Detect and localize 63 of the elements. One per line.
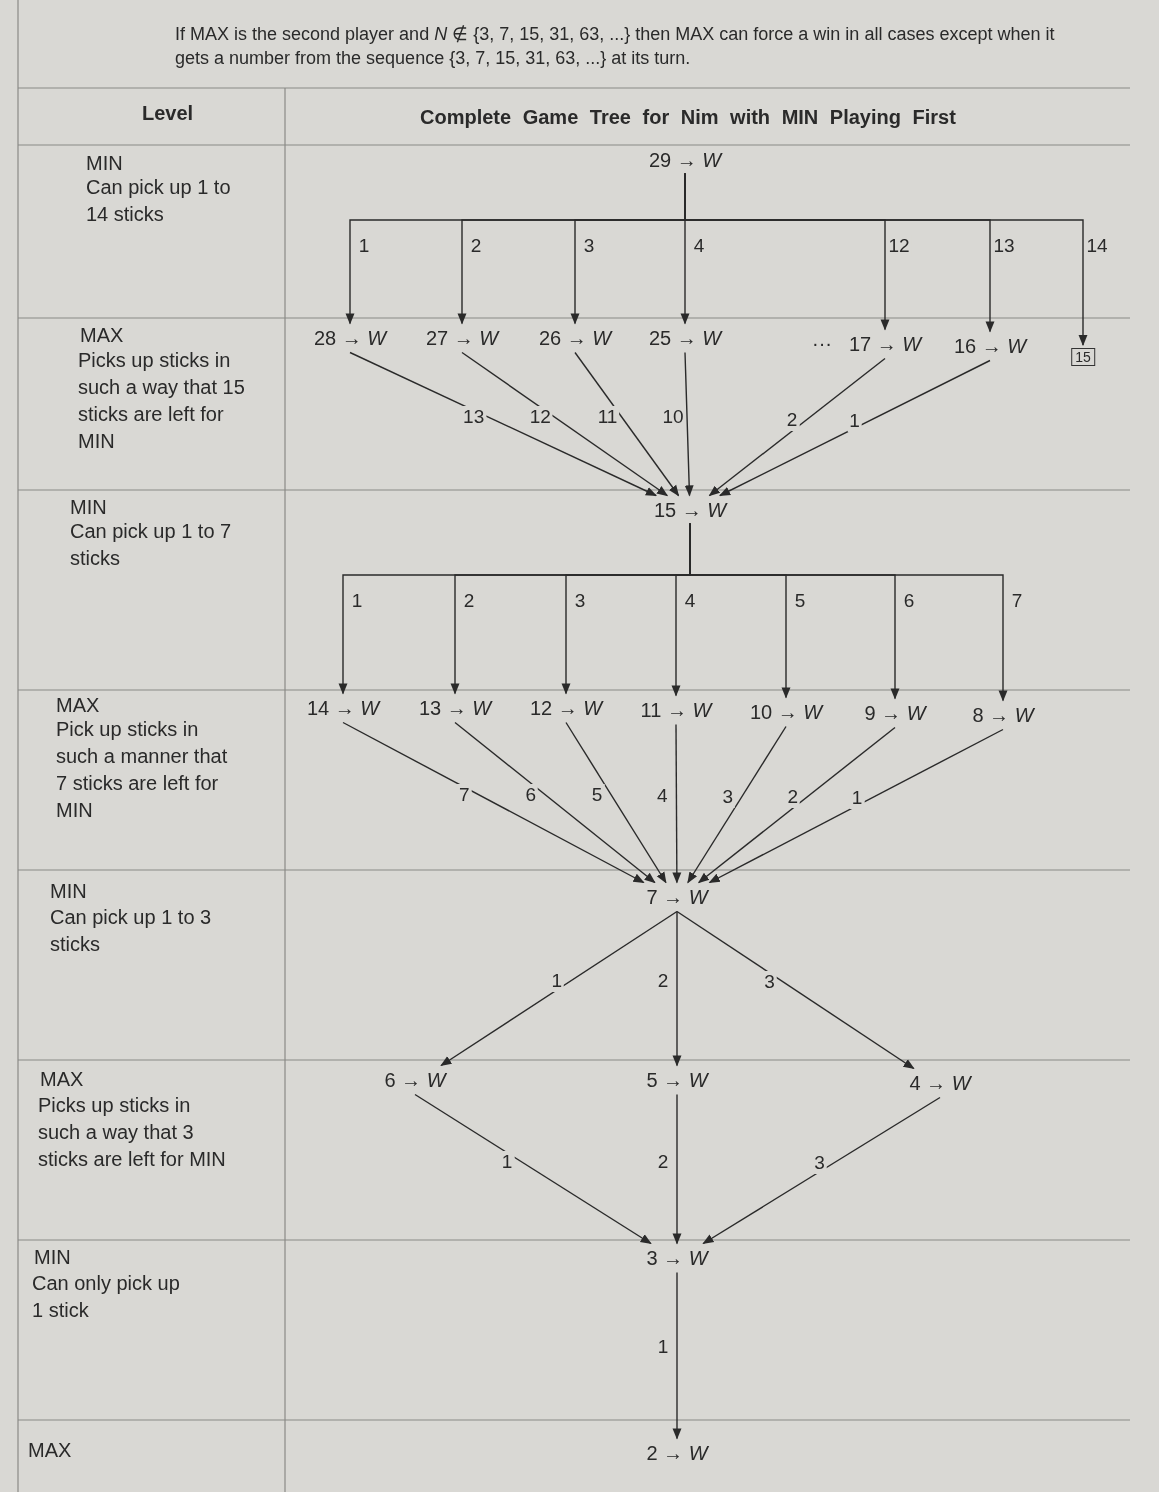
game-state: 10 → W <box>749 700 823 724</box>
arrow <box>574 351 680 497</box>
arrow <box>719 359 991 497</box>
arrow <box>440 910 678 1067</box>
level-description: Picks up sticks in such a way that 15 sticks are left for MIN <box>78 348 246 454</box>
column-header: Complete Game Tree for Nim with MIN Playing First <box>420 105 957 130</box>
player-label: MIN <box>50 879 88 904</box>
arrow <box>454 721 656 884</box>
game-state: 11 → W <box>640 698 712 722</box>
game-state: 14 → W <box>306 696 380 720</box>
game-state: 16 → W <box>953 334 1027 358</box>
arrow <box>689 522 1008 702</box>
arrow <box>565 721 667 884</box>
game-state: 7 → W <box>646 885 708 909</box>
game-state: 17 → W <box>848 332 922 356</box>
player-label: MIN <box>34 1245 72 1270</box>
game-state: 12 → W <box>529 696 603 720</box>
level-description: Can pick up 1 to 7 sticks <box>70 519 233 571</box>
arrow <box>697 726 896 884</box>
level-description: Can pick up 1 to 3 sticks <box>50 905 213 957</box>
game-state: 5 → W <box>646 1068 708 1092</box>
game-state: 27 → W <box>425 326 499 350</box>
game-state: 29 → W <box>648 148 722 172</box>
arrow <box>702 1096 941 1245</box>
game-state: 8 → W <box>972 703 1034 727</box>
player-label: MAX <box>28 1438 73 1463</box>
arrow <box>672 910 682 1067</box>
game-state: 13 → W <box>418 696 492 720</box>
arrow <box>708 728 1004 884</box>
arrow <box>676 910 915 1070</box>
player-label: MAX <box>56 693 101 718</box>
arrow <box>687 725 787 884</box>
game-state: 9 → W <box>864 701 926 725</box>
arrow <box>342 721 645 884</box>
game-state: 28 → W <box>313 326 387 350</box>
level-description: Picks up sticks in such a way that 3 sticks are left for MIN <box>38 1093 227 1172</box>
arrow <box>414 1093 652 1245</box>
arrow <box>461 351 669 497</box>
player-label: MAX <box>80 323 125 348</box>
arrow <box>349 351 657 497</box>
arrow <box>708 357 886 497</box>
arrow <box>672 1271 682 1440</box>
level-description: Can pick up 1 to 14 sticks <box>86 175 232 227</box>
arrow <box>672 1093 682 1245</box>
ellipsis: ··· <box>812 331 833 356</box>
player-label: MAX <box>40 1067 85 1092</box>
arrow <box>684 351 694 497</box>
game-state: 26 → W <box>538 326 612 350</box>
level-description: Can only pick up 1 stick <box>32 1271 181 1323</box>
level-description: Pick up sticks in such a manner that 7 sticks are left for MIN <box>56 717 229 823</box>
boxed-state: 15 <box>1071 348 1095 366</box>
note-text: If MAX is the second player and N ∉ {3, 7, 15, 31, 63, ...} then MAX can force a win in all cases except when it gets a number from the sequence {3, 7, 15, 31, 63, ...} at its turn. <box>175 23 1055 70</box>
arrow <box>672 723 682 884</box>
column-header: Level <box>142 101 195 126</box>
player-label: MIN <box>70 495 108 520</box>
game-state: 15 → W <box>653 498 727 522</box>
game-state: 4 → W <box>909 1071 971 1095</box>
player-label: MIN <box>86 151 124 176</box>
arrow <box>684 172 1088 347</box>
game-state: 3 → W <box>646 1246 708 1270</box>
game-state: 6 → W <box>384 1068 446 1092</box>
game-state: 2 → W <box>646 1441 708 1465</box>
game-state: 25 → W <box>648 326 722 350</box>
